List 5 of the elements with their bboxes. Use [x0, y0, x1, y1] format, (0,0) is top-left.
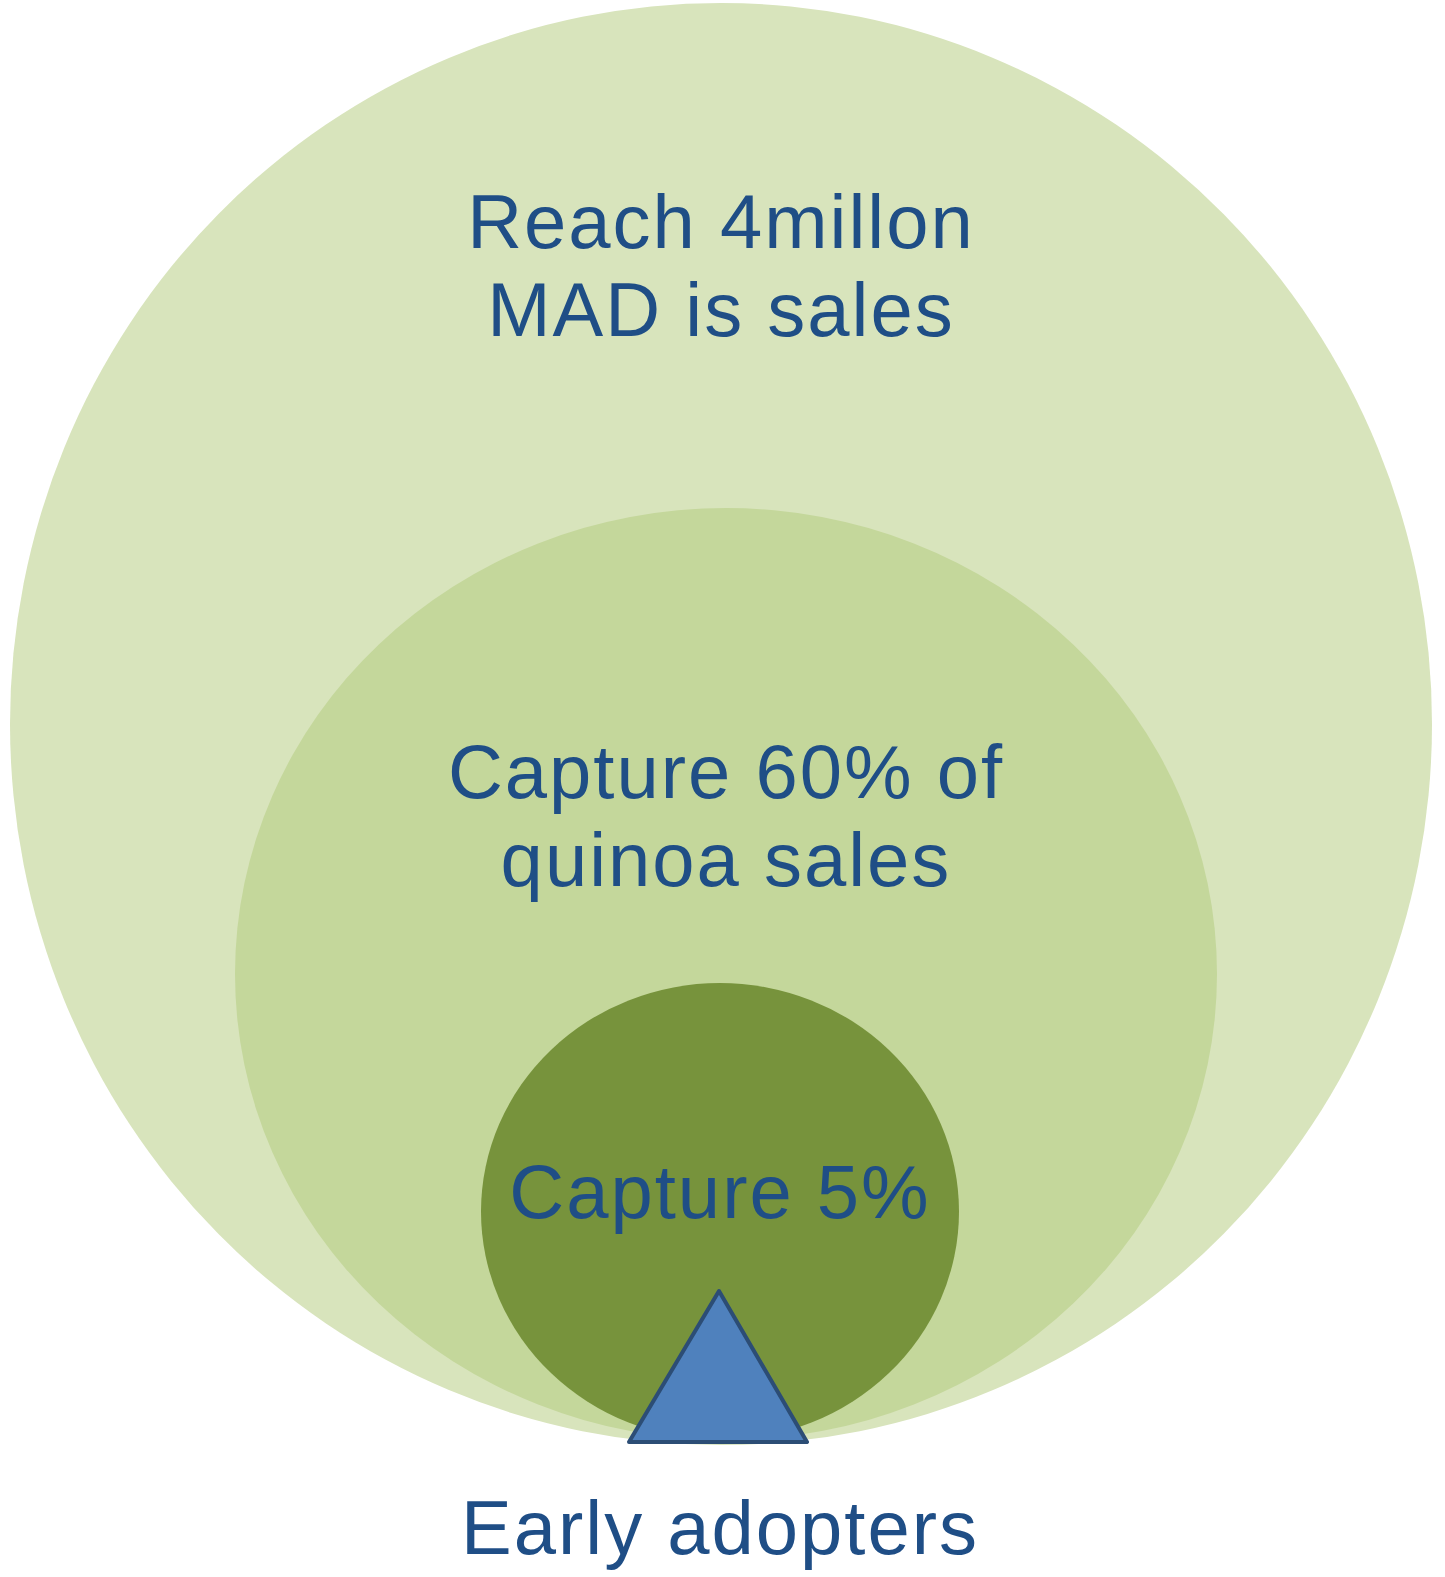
circle-label: Capture 5%: [508, 1148, 932, 1236]
circle-label: Reach 4millon MAD is sales: [466, 178, 976, 354]
circle-label: Capture 60% of quinoa sales: [446, 728, 1006, 904]
triangle: [627, 1289, 809, 1444]
triangle-caption: Early adopters: [460, 1484, 980, 1572]
